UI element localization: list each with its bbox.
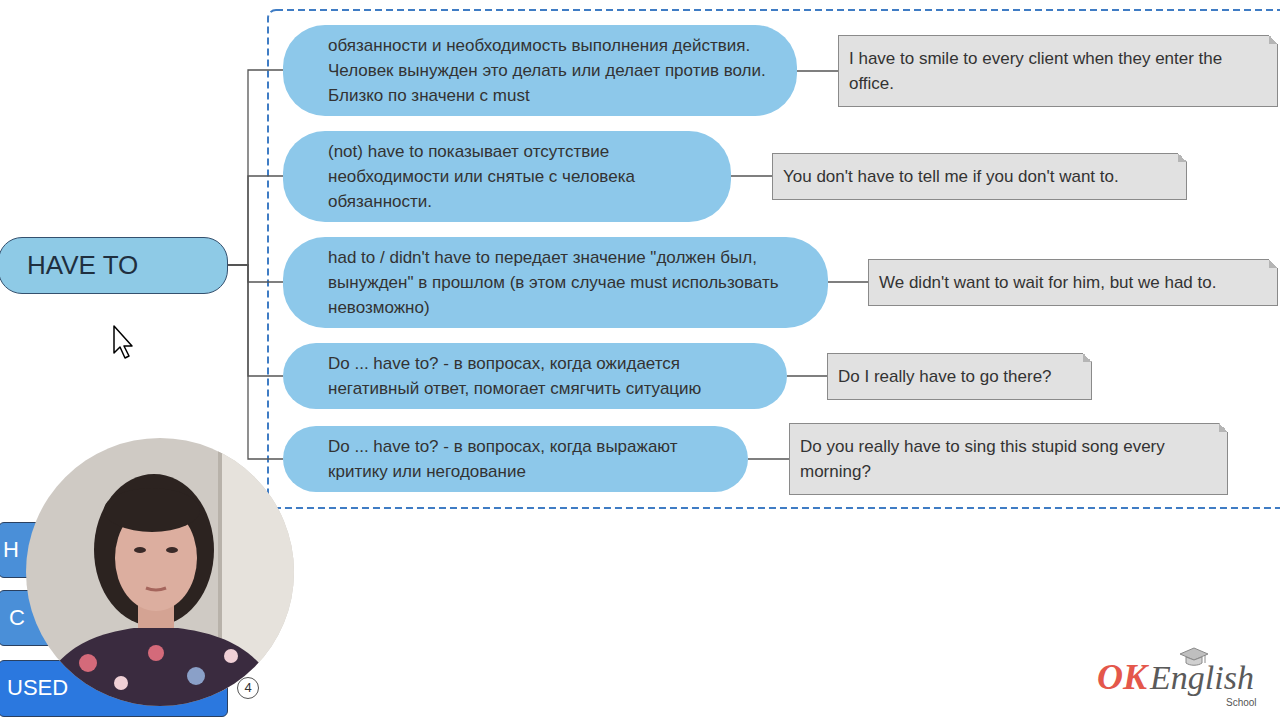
rule-box: Do ... have to? - в вопросах, когда выра… — [283, 426, 748, 492]
fold-corner — [1083, 353, 1092, 362]
hair-top — [104, 488, 200, 532]
cap-top — [1180, 648, 1208, 660]
branch-line — [748, 458, 789, 459]
eye — [134, 547, 146, 553]
branch-line — [731, 175, 772, 176]
branch-line — [787, 375, 827, 376]
branch-line — [228, 265, 283, 459]
hair — [94, 474, 214, 626]
flower — [224, 649, 238, 663]
count-badge: 4 — [237, 677, 259, 699]
branch-line — [228, 70, 283, 265]
group-frame — [268, 10, 1280, 508]
fold-corner — [1269, 259, 1278, 268]
node-text: (not) have to показывает отсутствие необ… — [328, 139, 709, 214]
example-box: You don't have to tell me if you don't w… — [772, 153, 1187, 200]
flower — [187, 667, 205, 685]
flower — [148, 645, 164, 661]
eye — [166, 547, 178, 553]
fold-corner — [1178, 153, 1187, 162]
example-box: I have to smile to every client when the… — [838, 35, 1278, 107]
webcam-overlay — [26, 438, 294, 706]
node-text: Do ... have to? - в вопросах, когда ожид… — [328, 351, 765, 401]
node-text: обязанности и необходимость выполнения д… — [328, 33, 775, 108]
mouth — [146, 588, 166, 590]
node-text: Do ... have to? - в вопросах, когда выра… — [328, 434, 726, 484]
logo-text: OK — [1097, 656, 1147, 698]
node-text: Do I really have to go there? — [838, 364, 1081, 389]
node-text: I have to smile to every client when the… — [849, 46, 1267, 96]
rule-box: had to / didn't have to передает значени… — [283, 237, 828, 328]
rule-box: (not) have to показывает отсутствие необ… — [283, 131, 731, 222]
branch-line — [797, 70, 838, 71]
branch-line — [828, 281, 868, 282]
fold-corner — [1269, 35, 1278, 44]
example-box: Do I really have to go there? — [827, 353, 1092, 400]
rule-box: обязанности и необходимость выполнения д… — [283, 25, 797, 116]
cursor-arrow — [114, 326, 132, 358]
flower — [114, 676, 128, 690]
node-text: H — [3, 523, 19, 576]
mouse-cursor — [112, 324, 138, 362]
branch-line — [228, 176, 283, 265]
rule-box: Do ... have to? - в вопросах, когда ожид… — [283, 343, 787, 409]
branch-line — [228, 265, 283, 282]
example-box: We didn't want to wait for him, but we h… — [868, 259, 1278, 306]
logo-text: English — [1150, 659, 1254, 697]
flower — [79, 654, 97, 672]
example-box: Do you really have to sing this stupid s… — [789, 423, 1228, 495]
fold-corner — [1219, 423, 1228, 432]
branch-line — [228, 265, 283, 376]
topic-box: HAVE TO — [0, 237, 228, 294]
node-text: had to / didn't have to передает значени… — [328, 245, 806, 320]
node-text: You don't have to tell me if you don't w… — [783, 164, 1176, 189]
node-text: Do you really have to sing this stupid s… — [800, 434, 1217, 484]
node-text: USED — [7, 661, 68, 715]
node-text: We didn't want to wait for him, but we h… — [879, 270, 1267, 295]
node-text: HAVE TO — [27, 238, 138, 292]
node-text: C — [9, 591, 25, 644]
logo-subtext: School — [1226, 697, 1257, 708]
webcam-picture — [26, 438, 294, 706]
node-text: 4 — [244, 678, 251, 697]
